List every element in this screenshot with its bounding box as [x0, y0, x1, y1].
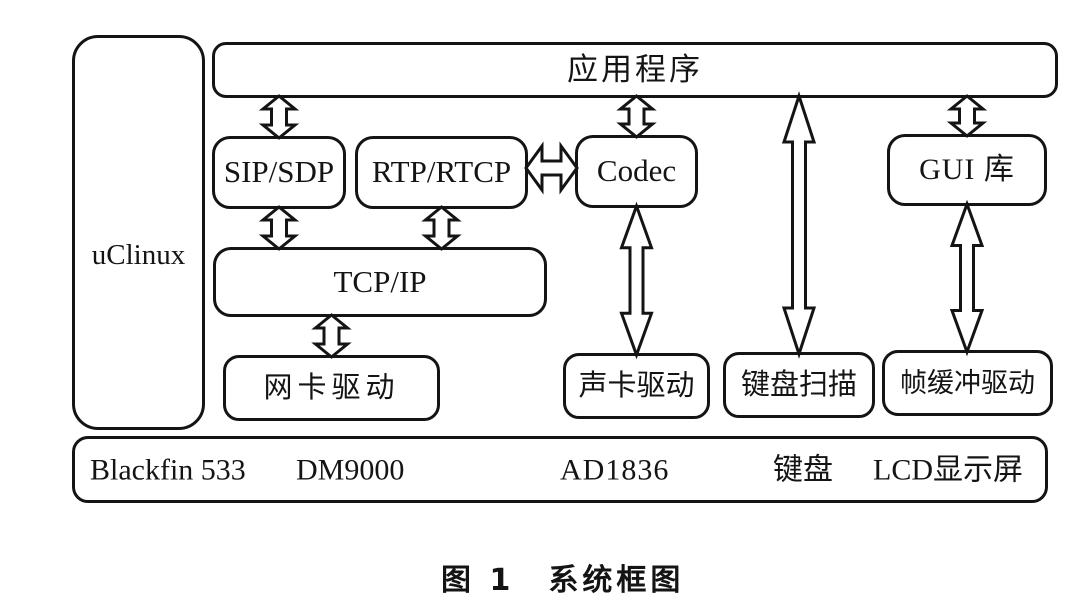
os-block-uclinux: uClinux [72, 35, 205, 430]
hardware-label-lcd: LCD显示屏 [873, 452, 1023, 486]
gui-library-label: GUI 库 [919, 153, 1015, 187]
double-arrow-gui-framebuffer_driver [949, 199, 985, 357]
sound-driver-block: 声卡驱动 [563, 353, 710, 419]
sip-sdp-block: SIP/SDP [212, 136, 346, 209]
double-arrow-rtp-codec [524, 141, 579, 195]
figure-caption-title: 系统框图 [548, 563, 685, 598]
figure-caption: 图 1 系统框图 [441, 555, 684, 599]
tcpip-stack-label: TCP/IP [333, 263, 427, 299]
framebuffer-driver-block: 帧缓冲驱动 [882, 350, 1053, 416]
double-arrow-application-keypad_scan [781, 91, 817, 359]
rtp-rtcp-block: RTP/RTCP [355, 136, 528, 209]
keypad-scan-block: 键盘扫描 [723, 352, 875, 418]
nic-driver-block: 网卡驱动 [223, 355, 440, 421]
double-arrow-application-gui [946, 94, 988, 138]
double-arrow-rtp-tcpip [421, 205, 462, 251]
gui-library-block: GUI 库 [887, 134, 1047, 206]
double-arrow-sip-tcpip [258, 205, 300, 251]
application-layer-block: 应用程序 [212, 42, 1058, 98]
nic-driver-label: 网卡驱动 [263, 371, 400, 404]
keypad-scan-label: 键盘扫描 [740, 368, 857, 401]
hardware-label-keypad: 键盘 [773, 452, 833, 486]
codec-label: Codec [596, 153, 677, 189]
double-arrow-application-codec [616, 94, 657, 139]
figure-caption-number: 图 1 [441, 563, 515, 598]
tcpip-stack-block: TCP/IP [213, 247, 547, 317]
double-arrow-application-sip [258, 94, 300, 140]
os-block-label: uClinux [91, 239, 186, 272]
hardware-layer-bar: Blackfin 533 DM9000 AD1836 键盘 LCD显示屏 [72, 436, 1048, 503]
rtp-rtcp-label: RTP/RTCP [371, 154, 512, 190]
sip-sdp-label: SIP/SDP [223, 154, 335, 190]
sound-driver-label: 声卡驱动 [578, 369, 695, 402]
hardware-label-audio-codec: AD1836 [560, 452, 670, 486]
double-arrow-codec-sound_driver [619, 201, 654, 360]
codec-block: Codec [575, 135, 698, 208]
framebuffer-driver-label: 帧缓冲驱动 [900, 367, 1035, 398]
hardware-label-ethernet: DM9000 [296, 452, 405, 486]
hardware-label-cpu: Blackfin 533 [90, 452, 246, 486]
double-arrow-tcpip-nic_driver [311, 313, 352, 359]
application-layer-label: 应用程序 [567, 51, 703, 87]
